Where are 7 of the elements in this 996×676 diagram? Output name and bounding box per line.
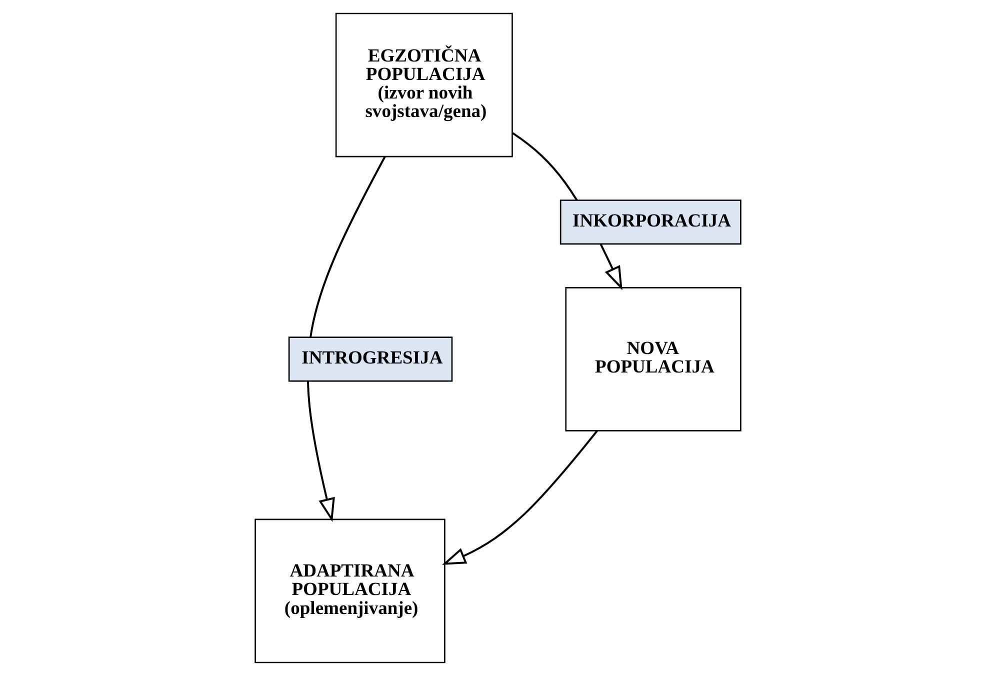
node-box: NOVA POPULACIJA <box>565 287 742 432</box>
arrow <box>306 156 386 522</box>
arrow <box>442 430 598 565</box>
edge-label: INKORPORACIJA <box>572 210 732 232</box>
edge-label: INTROGRESIJA <box>302 347 443 368</box>
node-box: EGZOTIČNA POPULACIJA (izvor novih svojstava/gena) <box>335 12 513 158</box>
node-box: ADAPTIRANA POPULACIJA (oplemenjivanje) <box>254 518 446 664</box>
